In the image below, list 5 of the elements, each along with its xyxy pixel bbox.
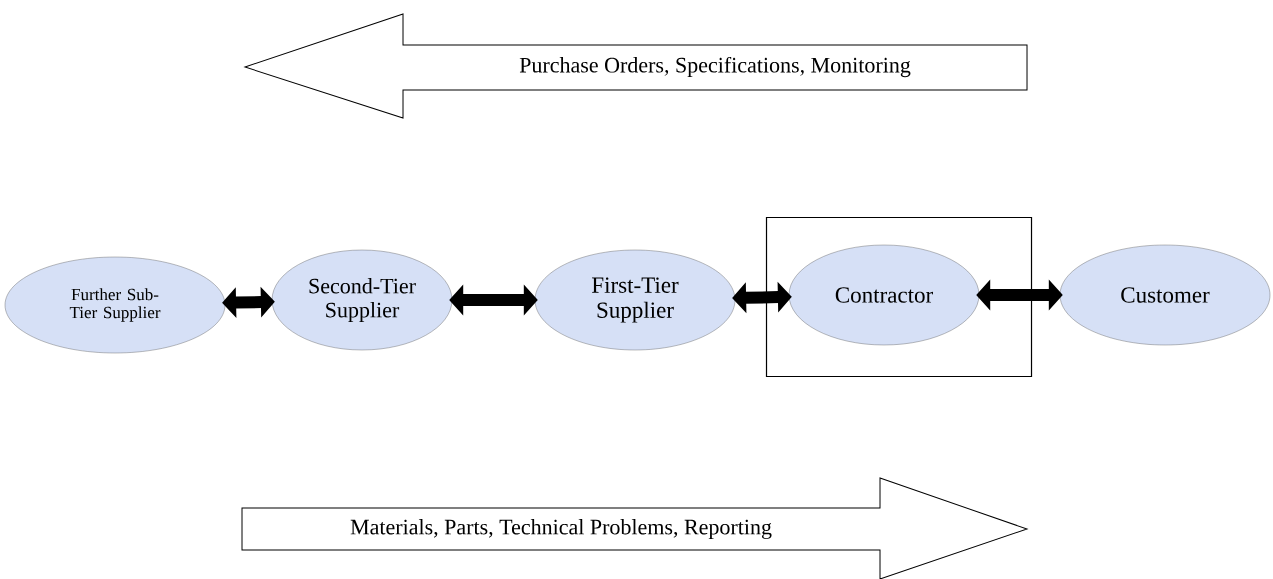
- double-arrow: [976, 279, 1063, 311]
- double-arrow: [732, 281, 792, 314]
- double-arrow: [449, 284, 538, 316]
- double-arrow: [222, 286, 275, 318]
- frame-box: [765, 216, 1033, 378]
